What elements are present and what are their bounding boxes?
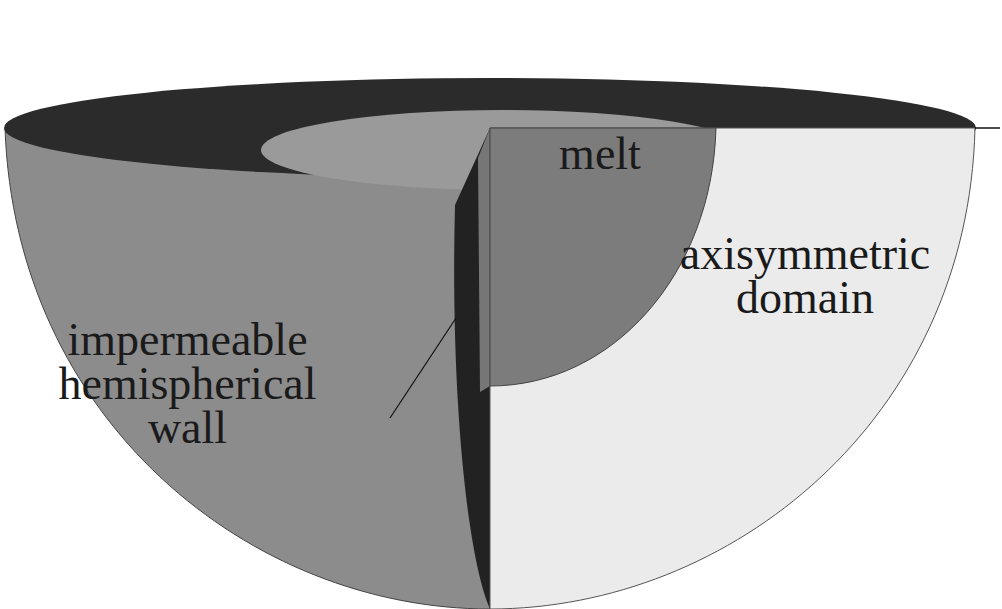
region-label: melt xyxy=(520,132,680,176)
outer-wall-surface xyxy=(5,128,490,609)
axisymmetric-domain-region xyxy=(490,128,975,609)
melt-cut-face xyxy=(478,128,490,392)
part-label: impermeable hemispherical wall xyxy=(20,318,355,450)
leader-line xyxy=(390,318,456,418)
wall-cut-face xyxy=(454,128,490,609)
rim-line xyxy=(975,127,1000,129)
region-label: axisymmetric domain xyxy=(655,232,955,320)
